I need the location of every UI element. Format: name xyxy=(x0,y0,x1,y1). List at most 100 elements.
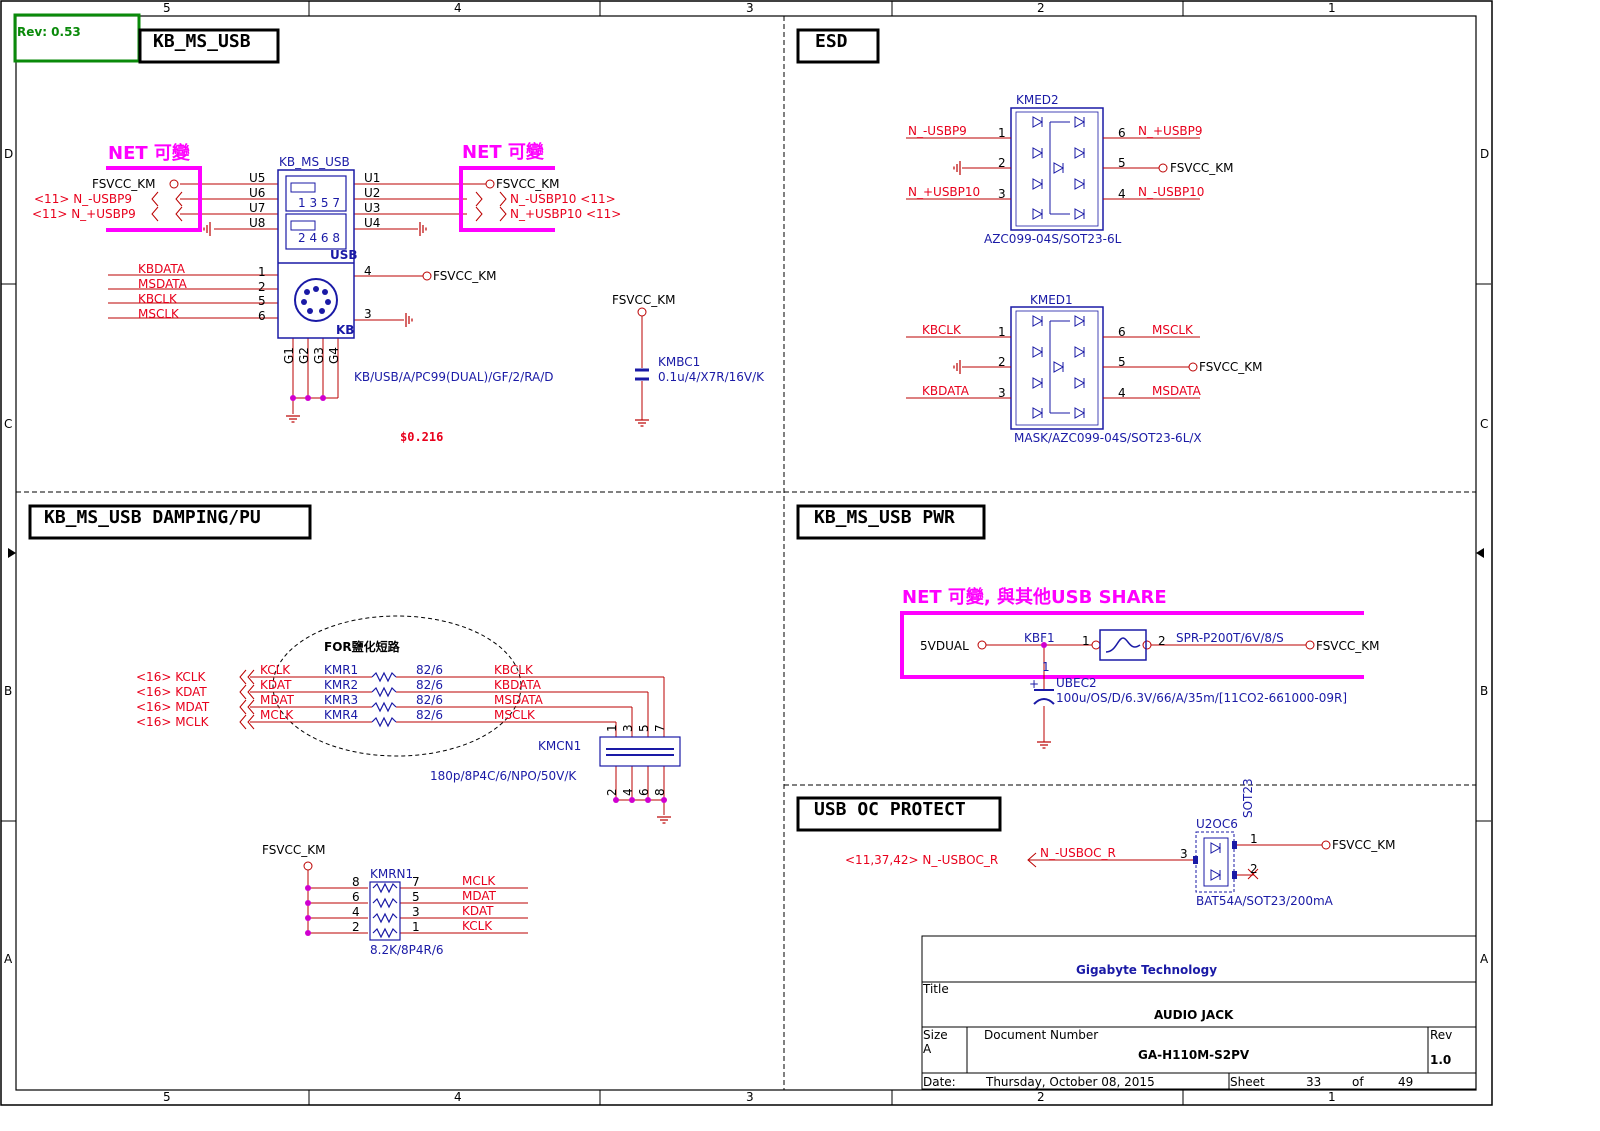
row-label: D xyxy=(4,147,13,161)
col-label: 2 xyxy=(1037,1090,1045,1104)
net-label: MSDATA xyxy=(138,277,188,291)
damping-wires xyxy=(239,669,665,815)
company-name: Gigabyte Technology xyxy=(1076,963,1217,977)
pin-label: U3 xyxy=(364,201,380,215)
pin-number: 5 xyxy=(412,890,420,904)
pin-number: 1 xyxy=(605,724,619,732)
col-label: 3 xyxy=(746,1,754,15)
pin-number: 1 xyxy=(1250,832,1258,846)
pin-number: 1 xyxy=(1042,660,1050,674)
section-title-damping: KB_MS_USB DAMPING/PU xyxy=(44,507,261,528)
part-number: MASK/AZC099-04S/SOT23-6L/X xyxy=(1014,431,1202,445)
resistor-icon xyxy=(371,687,397,697)
pin-number: 2 xyxy=(1250,862,1258,876)
size-value: A xyxy=(923,1042,932,1056)
component-value: 82/6 xyxy=(416,678,443,692)
net-label: N_-USBP10 xyxy=(1138,185,1204,199)
section-title-pwr: KB_MS_USB PWR xyxy=(814,507,955,528)
sheet-total: 49 xyxy=(1398,1075,1413,1089)
net-label: <16> KDAT xyxy=(136,685,207,699)
component-value: 100u/OS/D/6.3V/66/A/35m/[11CO2-661000-09… xyxy=(1056,691,1347,705)
component-ref: KMR1 xyxy=(324,663,358,677)
capacitor-array-icon xyxy=(599,736,681,767)
fuse-icon xyxy=(1099,629,1147,661)
net-label-fsvcc: FSVCC_KM xyxy=(433,269,497,283)
row-label: A xyxy=(1480,952,1489,966)
sheet-field-label: Sheet xyxy=(1230,1075,1265,1089)
pin-number: 2 xyxy=(998,156,1006,170)
component-ref: KMED1 xyxy=(1030,293,1073,307)
net-label: MDAT xyxy=(462,889,497,903)
pin-number: 4 xyxy=(1118,187,1126,201)
power-port-icon xyxy=(1305,640,1315,650)
pin-number: 8 xyxy=(352,875,360,889)
gnd-icon xyxy=(953,359,961,375)
gnd-icon xyxy=(656,816,672,824)
pin-number: 5 xyxy=(1118,355,1126,369)
pin-number: 6 xyxy=(1118,126,1126,140)
component-value: 8.2K/8P4R/6 xyxy=(370,943,444,957)
col-label: 1 xyxy=(1328,1090,1336,1104)
pin-label: G4 xyxy=(327,347,341,364)
pin-label: U6 xyxy=(249,186,265,200)
net-label: KBDATA xyxy=(922,384,970,398)
power-port-icon xyxy=(977,640,987,650)
col-label: 3 xyxy=(746,1090,754,1104)
net-label: N_-USBP10 <11> xyxy=(510,192,616,206)
net-label: MCLK xyxy=(462,874,496,888)
section-title-kb-ms-usb: KB_MS_USB xyxy=(153,31,251,52)
pin-label: G2 xyxy=(297,347,311,364)
kb-ms-usb-gnd-symbols xyxy=(203,221,650,427)
document-number: GA-H110M-S2PV xyxy=(1138,1048,1250,1062)
power-port-icon xyxy=(1188,362,1198,372)
title-block xyxy=(921,935,1477,1090)
section-header-box xyxy=(796,796,1002,832)
component-value: 82/6 xyxy=(416,663,443,677)
resistor-network-icon xyxy=(369,881,401,941)
row-label: C xyxy=(1480,417,1488,431)
net-label-fsvcc: FSVCC_KM xyxy=(92,177,156,191)
net-label-fsvcc: FSVCC_KM xyxy=(496,177,560,191)
row-label: A xyxy=(4,952,13,966)
pin-label: U1 xyxy=(364,171,380,185)
kb-label: KB xyxy=(336,323,354,337)
net-label: MDAT xyxy=(260,693,295,707)
electrolytic-capacitor-icon xyxy=(1033,689,1055,705)
net-label: MSCLK xyxy=(1152,323,1194,337)
net-label-5vdual: 5VDUAL xyxy=(920,639,969,653)
rev-value: 1.0 xyxy=(1430,1053,1451,1067)
pin-number: 2 xyxy=(258,280,266,294)
pin-number: 3 xyxy=(621,724,635,732)
col-label: 5 xyxy=(163,1,171,15)
rev-field-label: Rev xyxy=(1430,1028,1452,1042)
of-label: of xyxy=(1352,1075,1364,1089)
power-port-icon xyxy=(303,861,313,871)
pin-number: 8 xyxy=(653,788,667,796)
pin-number: 2 xyxy=(998,355,1006,369)
power-port-icon xyxy=(637,307,647,317)
rev-box-label: Rev: 0.53 xyxy=(17,25,81,39)
pin-number: 1 xyxy=(412,920,420,934)
pin-circle xyxy=(1091,640,1101,650)
row-label: B xyxy=(4,684,12,698)
pin-number: 6 xyxy=(258,309,266,323)
net-label: KDAT xyxy=(462,904,494,918)
section-header-box xyxy=(138,28,280,64)
section-title-esd: ESD xyxy=(815,31,848,52)
section-title-oc: USB OC PROTECT xyxy=(814,799,966,820)
junction-dots xyxy=(290,395,326,401)
oc-wires xyxy=(1027,844,1322,876)
section-header-box xyxy=(28,504,312,540)
pin-number: 5 xyxy=(637,724,651,732)
component-ref: KMR2 xyxy=(324,678,358,692)
resistor-icon xyxy=(371,672,397,682)
net-label: KBDATA xyxy=(138,262,186,276)
date-field-label: Date: xyxy=(923,1075,956,1089)
row-label: B xyxy=(1480,684,1488,698)
power-port-icon xyxy=(169,179,179,189)
col-label: 2 xyxy=(1037,1,1045,15)
net-label: N_+USBP10 xyxy=(908,185,980,199)
size-field-label: Size xyxy=(923,1028,948,1042)
net-label: N_-USBP9 xyxy=(908,124,967,138)
offpage-arrow-icons xyxy=(151,191,507,222)
